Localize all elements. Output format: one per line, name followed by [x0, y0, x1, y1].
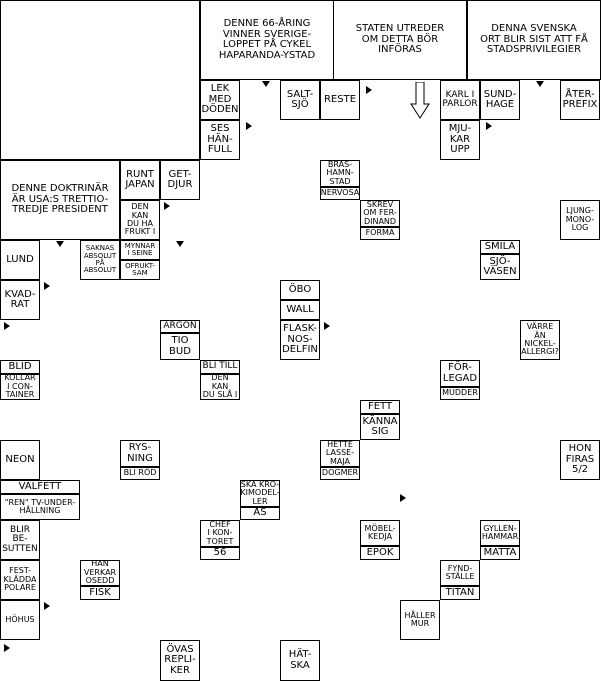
clue-hatska: HÄT- SKA — [280, 640, 320, 681]
clue-lek: LEK MED DÖDEN — [200, 80, 240, 120]
clue-hette: HETTE LASSE- MAJA — [320, 440, 360, 467]
clue-ljung: LJUNG- MONO- LOG — [560, 200, 600, 240]
arrow-right — [486, 122, 492, 130]
clue-wall: WALL — [280, 300, 320, 320]
clue-blitill: BLI TILL — [200, 360, 240, 374]
clue-ses: SES HÄN- FULL — [200, 120, 240, 160]
arrow-right — [4, 644, 10, 652]
clue-lund: LUND — [0, 240, 40, 280]
clue-nervosa: NERVOSA — [320, 187, 360, 200]
clue-ren: "REN" TV-UNDER- HÅLLNING — [0, 494, 80, 520]
clue-fynd: FYND- STÄLLE — [440, 560, 480, 586]
clue-valfett: VALFETT — [0, 480, 80, 494]
arrow-right — [246, 122, 252, 130]
clue-smila: SMILA — [480, 240, 520, 254]
clue-kollar: KOLLAR I CON- TAINER — [0, 374, 40, 400]
arrow-right — [324, 322, 330, 330]
clue-saltsjo: SALT- SJÖ — [280, 80, 320, 120]
clue-runt: RUNT JAPAN — [120, 160, 160, 200]
clue-ofrukt: OFRUKT- SAM — [120, 260, 160, 280]
clue-blid: BLID — [0, 360, 40, 374]
clue-as: ÅS — [240, 507, 280, 520]
clue-bras: BRAS- HAMN- STAD — [320, 160, 360, 187]
clue-fisk: FISK — [80, 586, 120, 600]
arrow-right — [44, 282, 50, 290]
clue-flask: FLASK- NOS- DELFIN — [280, 320, 320, 360]
clue-mynnar: MYNNAR I SEINE — [120, 240, 160, 260]
clue-rysning: RYS- NING — [120, 440, 160, 467]
clue-honfiras: HON FIRAS 5/2 — [560, 440, 600, 480]
clue-sundhage: SUND- HAGE — [480, 80, 520, 120]
clue-forma: FORMA — [360, 227, 400, 240]
arrow-down — [262, 81, 270, 87]
arrow-right — [400, 494, 406, 502]
clue-getdjur: GET- DJUR — [160, 160, 200, 200]
clue-epok: EPOK — [360, 546, 400, 560]
clue-aterprefix: ÅTER- PREFIX — [560, 80, 600, 120]
clue-kanna: KÄNNA SIG — [360, 414, 400, 440]
clue-mobel: MÖBEL- KEDJA — [360, 520, 400, 546]
clue-obo: ÖBO — [280, 280, 320, 300]
clue-dogmer: DOGMER — [320, 467, 360, 480]
clue-mudder: MUDDER — [440, 387, 480, 400]
clue-varre: VÄRRE ÄN NICKEL- ALLERGI? — [520, 320, 560, 360]
clue-blirod: BLI RÖD — [120, 467, 160, 480]
clue-sjovasen: SJÖ- VÄSEN — [480, 254, 520, 280]
clue-ska: SKA KRO- KIMODEL- LER — [240, 480, 280, 507]
clue-doktrinar: DENNE DOKTRINÄR ÄR USA:S TRETTIO- TREDJE… — [0, 160, 120, 240]
clue-56: 56 — [200, 547, 240, 560]
clue-denkansla: DEN KAN DU SLÅ I — [200, 374, 240, 400]
clue-matta: MATTA — [480, 546, 520, 560]
clue-skrev: SKREV OM FER- DINAND — [360, 200, 400, 227]
clue-titan: TITAN — [440, 586, 480, 600]
clue-chef: CHEF I KON- TORET — [200, 520, 240, 547]
arrow-right — [4, 322, 10, 330]
clue-reste: RESTE — [320, 80, 360, 120]
clue-argon: ARGON — [160, 320, 200, 333]
clue-tiobud: TIO BUD — [160, 333, 200, 360]
clue-han: HAN VERKAR OSEDD — [80, 560, 120, 586]
arrow-right — [164, 202, 170, 210]
clue-neon: NEON — [0, 440, 40, 480]
picture-area — [0, 0, 200, 160]
clue-gyllen: GYLLEN- HAMMAR — [480, 520, 520, 546]
clue-fest: FEST- KLÄDDA POLARE — [0, 560, 40, 600]
clue-ovas: ÖVAS REPLI- KER — [160, 640, 200, 681]
clue-top-2: STATEN UTREDER OM DETTA BÖR INFÖRAS — [333, 0, 467, 80]
arrow-down — [56, 241, 64, 247]
clue-saknas: SAKNAS ABSOLUT PÅ ABSOLUT — [80, 240, 120, 280]
clue-denkan: DEN KAN DU HA FRUKT I — [120, 200, 160, 240]
arrow-right — [44, 602, 50, 610]
clue-blir: BLIR BE- SUTTEN — [0, 520, 40, 560]
arrow-down — [176, 241, 184, 247]
clue-top-3: DENNA SVENSKA ORT BLIR SIST ATT FÅ STADS… — [467, 0, 601, 80]
clue-mjukar: MJU- KAR UPP — [440, 120, 480, 160]
clue-top-1: DENNE 66-ÅRING VINNER SVERIGE- LOPPET PÅ… — [200, 0, 334, 80]
clue-hohus: HÖHUS — [0, 600, 40, 640]
arrow-down — [536, 81, 544, 87]
clue-haller: HÅLLER MUR — [400, 600, 440, 640]
arrow-right — [366, 86, 372, 94]
big-down-arrow-icon — [410, 82, 430, 119]
clue-forlegad: FÖR- LEGAD — [440, 360, 480, 387]
clue-karl: KARL I PARLOR — [440, 80, 480, 120]
clue-kvadrat: KVAD- RAT — [0, 280, 40, 320]
clue-fett: FETT — [360, 400, 400, 414]
